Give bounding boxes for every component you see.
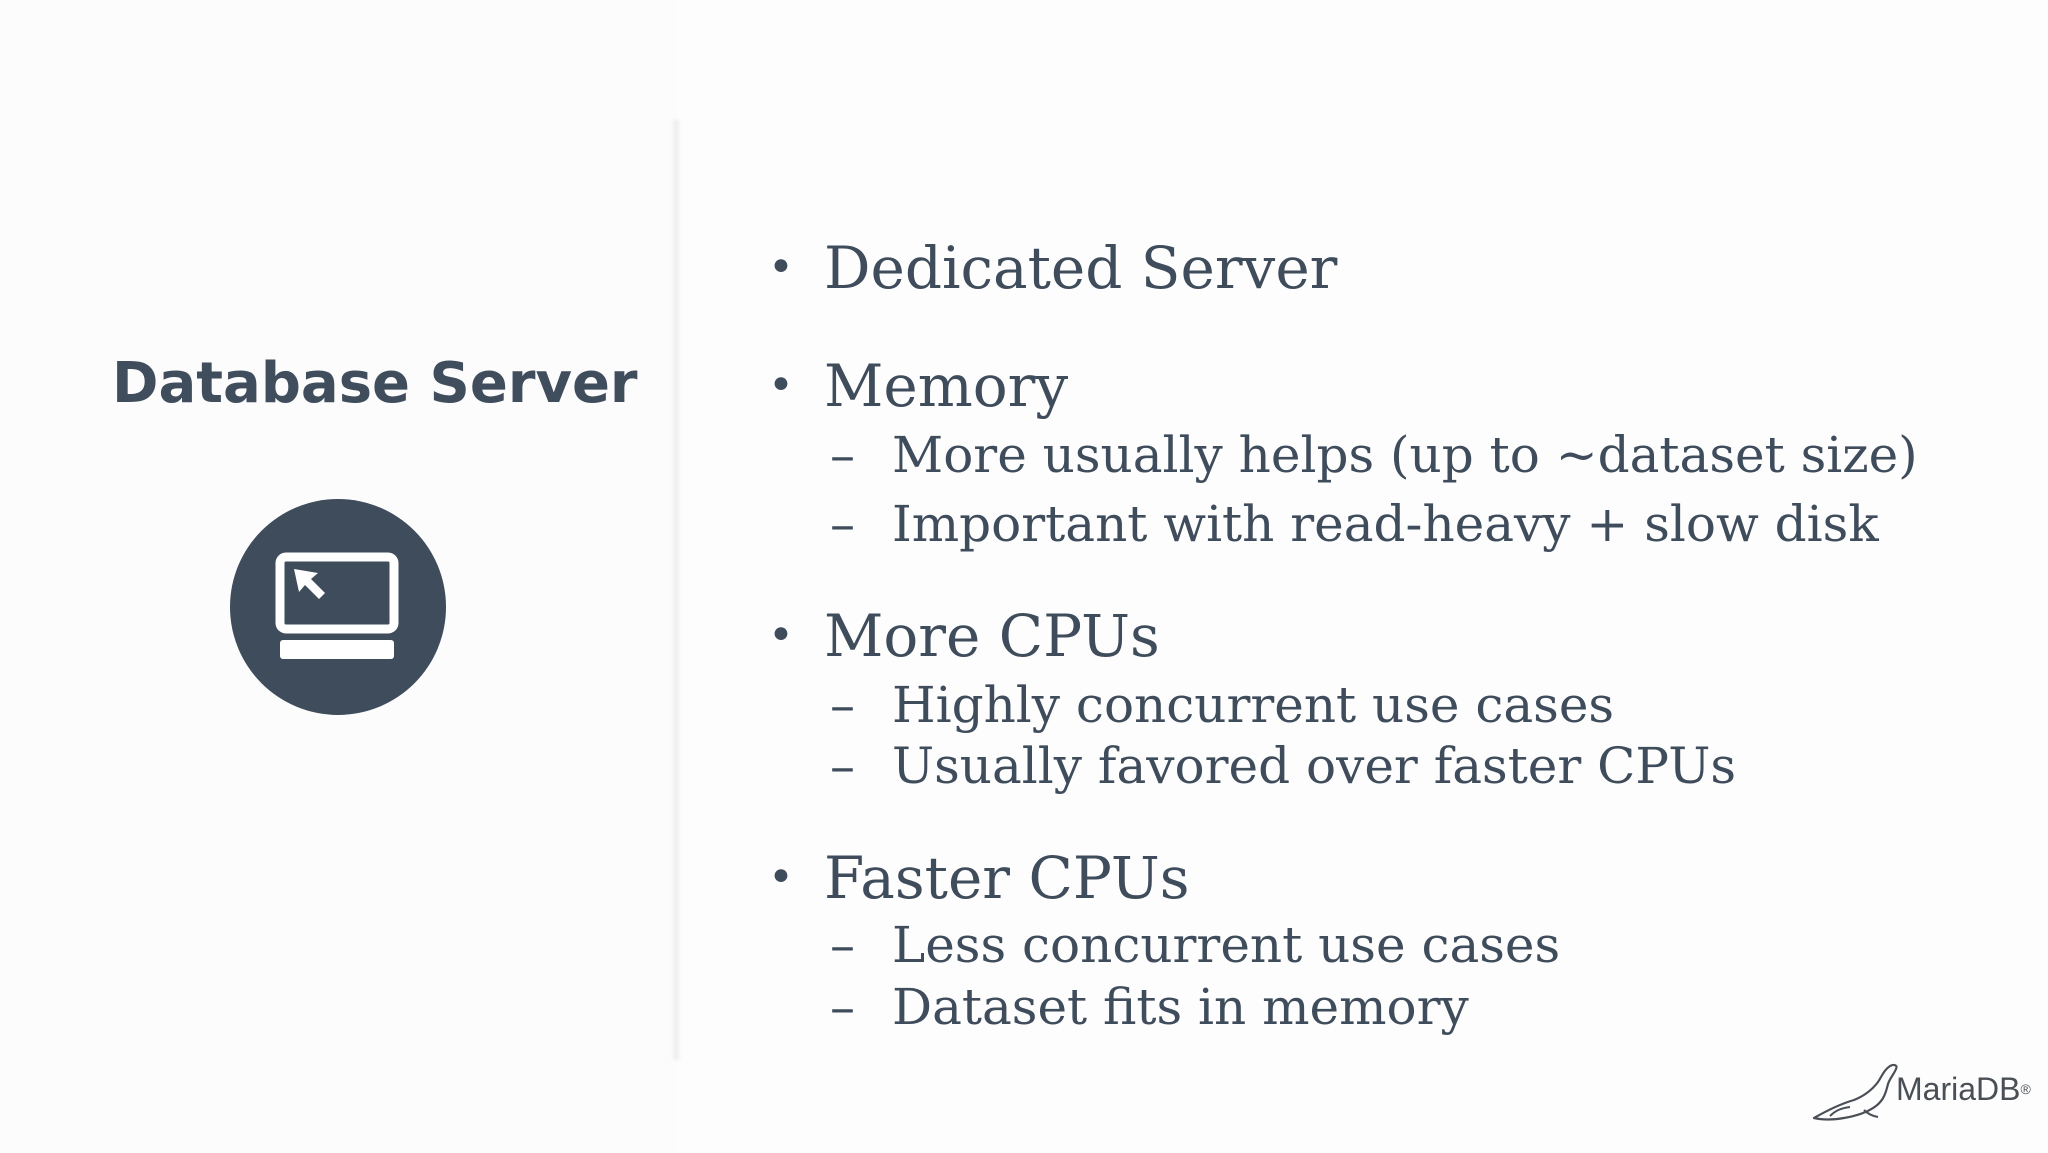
sub-bullet-dash: – [830, 426, 855, 484]
sub-bullet-dash: – [830, 737, 855, 795]
bullet-dot: • [768, 242, 794, 293]
section-title: Database Server [112, 351, 638, 416]
sub-bullet-item: –More usually helps (up to ~dataset size… [830, 424, 1918, 486]
sub-bullet-item: –Important with read-heavy + slow disk [830, 493, 1879, 555]
bullet-dot: • [768, 852, 794, 903]
sub-bullet-item: –Usually favored over faster CPUs [830, 735, 1736, 797]
panel-divider [672, 120, 680, 1060]
bullet-item: • Dedicated Server [768, 232, 1337, 304]
sub-bullet-dash: – [830, 676, 855, 734]
bullet-item: • Faster CPUs [768, 842, 1189, 914]
bullet-text: Dedicated Server [824, 234, 1338, 302]
bullet-text: Memory [824, 352, 1069, 420]
bullet-dot: • [768, 360, 794, 411]
sub-bullet-text: Important with read-heavy + slow disk [892, 495, 1879, 553]
bullet-text: More CPUs [824, 602, 1160, 670]
sub-bullet-dash: – [830, 916, 855, 974]
sea-lion-icon [1812, 1063, 1898, 1121]
sub-bullet-item: –Dataset fits in memory [830, 976, 1469, 1038]
bullet-item: • Memory [768, 350, 1068, 422]
sub-bullet-item: –Highly concurrent use cases [830, 674, 1614, 736]
sub-bullet-text: Usually favored over faster CPUs [892, 737, 1736, 795]
sub-bullet-dash: – [830, 978, 855, 1036]
bullet-item: • More CPUs [768, 600, 1160, 672]
sub-bullet-text: Dataset fits in memory [892, 978, 1469, 1036]
logo-registered-mark: ® [2020, 1081, 2031, 1097]
bullet-text: Faster CPUs [824, 844, 1190, 912]
bullet-dot: • [768, 610, 794, 661]
computer-cursor-icon [230, 499, 446, 715]
computer-cursor-icon-graphic [275, 552, 399, 659]
mariadb-logo-text: MariaDB® [1896, 1071, 2031, 1107]
logo-name: MariaDB [1896, 1071, 2021, 1107]
sub-bullet-text: Highly concurrent use cases [892, 676, 1615, 734]
sub-bullet-dash: – [830, 495, 855, 553]
sub-bullet-text: Less concurrent use cases [892, 916, 1561, 974]
sub-bullet-item: –Less concurrent use cases [830, 914, 1560, 976]
sub-bullet-text: More usually helps (up to ~dataset size) [892, 426, 1918, 484]
